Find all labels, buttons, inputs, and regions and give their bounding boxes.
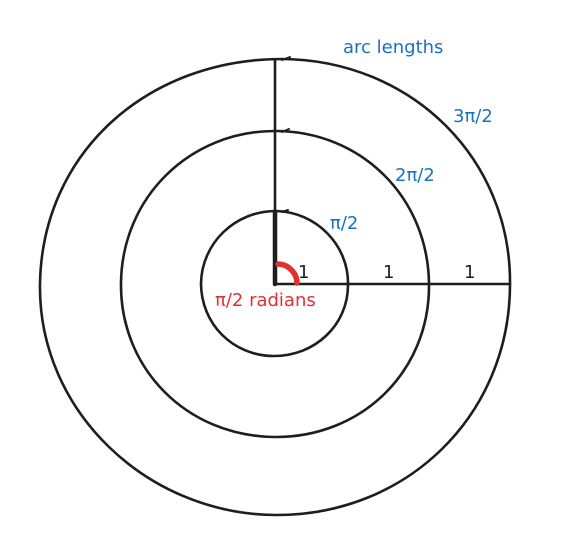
arc-tick-middle: [281, 128, 290, 133]
middle-circle: [119, 129, 431, 439]
radius-label-second: 1: [383, 262, 394, 283]
middle-arc-label: 2π/2: [395, 165, 435, 186]
outer-arc-label: 3π/2: [453, 106, 493, 127]
outer-circle: [38, 57, 512, 517]
radius-label-first: 1: [298, 262, 309, 283]
inner-arc-label: π/2: [330, 213, 358, 234]
title-label: arc lengths: [343, 37, 443, 58]
angle-label: π/2 radians: [215, 290, 316, 311]
inner-circle: [199, 209, 350, 358]
arc-tick-outer: [281, 56, 291, 61]
arc-tick-inner: [281, 209, 289, 213]
radius-label-third: 1: [464, 262, 475, 283]
angle-arc: [275, 261, 300, 286]
